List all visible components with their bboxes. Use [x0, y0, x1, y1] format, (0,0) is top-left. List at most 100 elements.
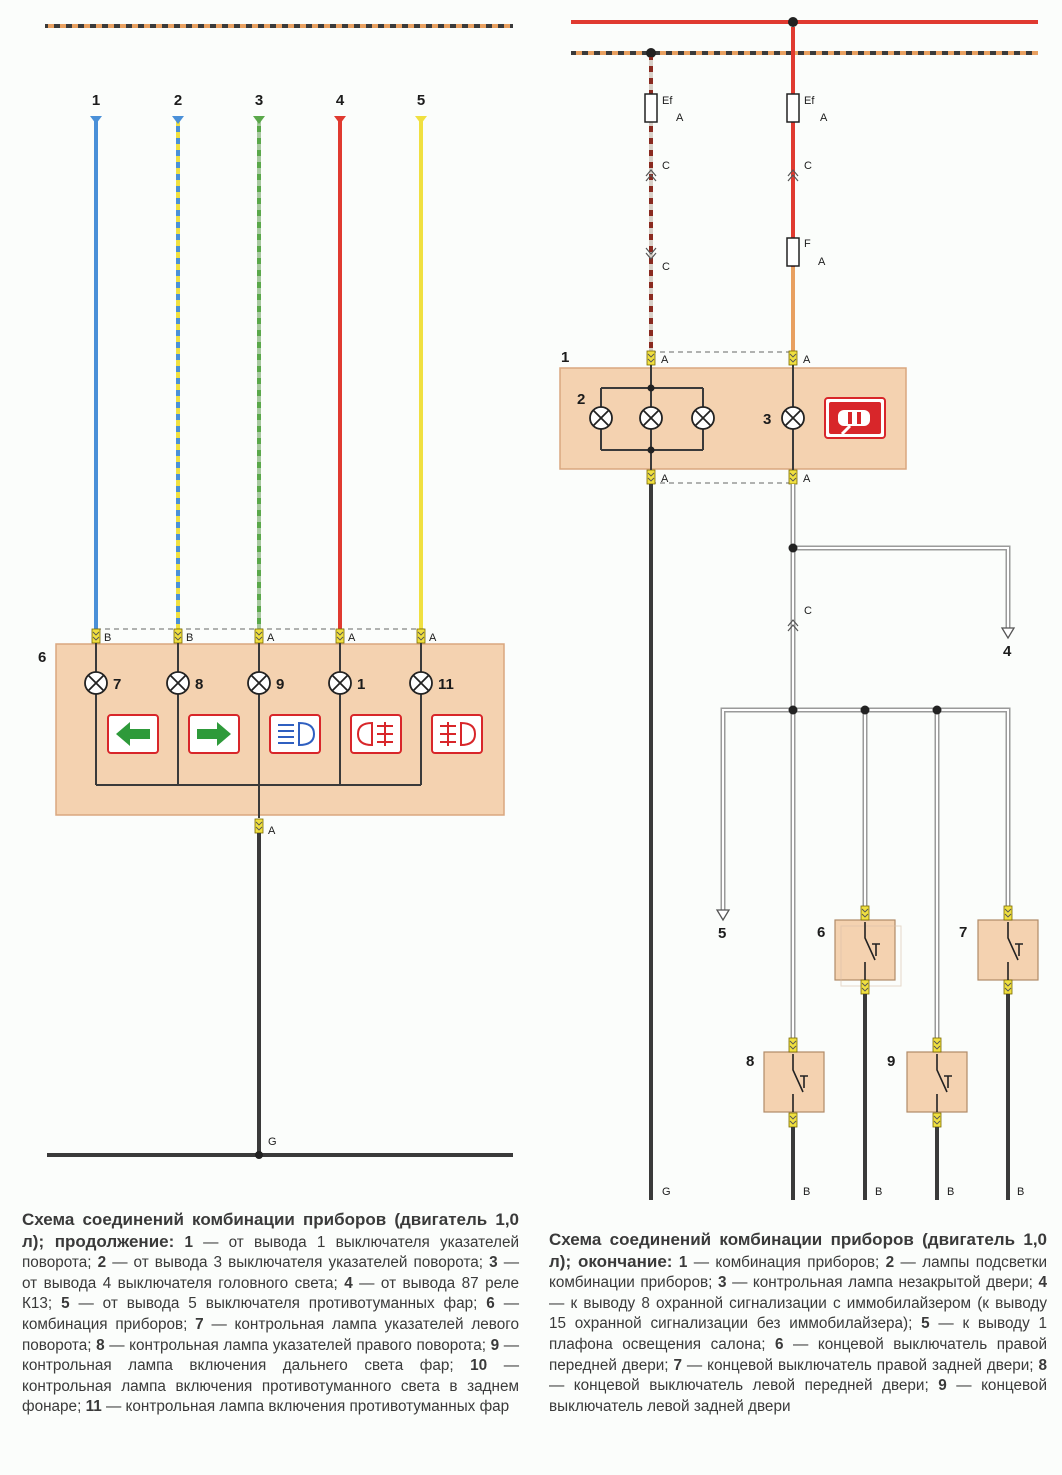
lamp-icon — [328, 671, 352, 695]
pin-label: B — [1017, 1186, 1024, 1198]
front-fog-icon — [431, 714, 483, 754]
caption-item-number: 10 — [470, 1357, 488, 1375]
fuse-label: F — [804, 238, 811, 250]
lamp-icon — [409, 671, 433, 695]
caption-item-text: — концевой выключатель левой передней дв… — [549, 1377, 929, 1395]
door-switch-icon — [906, 1037, 968, 1128]
connector-label: C — [662, 261, 670, 273]
caption-items: 1 — от вывода 1 выключателя указателей п… — [22, 1234, 519, 1416]
left-wire-numbers: 1 2 3 4 5 — [92, 92, 425, 109]
fuse-icon — [786, 237, 800, 267]
caption-item-number: 1 — [184, 1233, 193, 1251]
pin-label: A — [661, 354, 669, 366]
switch-number-7: 7 — [959, 924, 967, 941]
block-number-6: 6 — [38, 649, 46, 666]
left-ground-bus — [47, 1153, 513, 1157]
caption-item-number: 3 — [489, 1254, 498, 1272]
lamp-number-8: 8 — [195, 676, 203, 693]
caption-item-text: — от вывода 5 выключателя противотуманны… — [69, 1295, 478, 1313]
left-pins-top: B B A A A — [91, 628, 437, 644]
lamp-number-7: 7 — [113, 676, 121, 693]
rear-fog-icon — [350, 714, 402, 754]
fuse-icon — [644, 93, 658, 123]
lamp-group-number: 2 — [577, 391, 585, 408]
caption-title: Схема соединений комбинации приборов (дв… — [22, 1210, 519, 1251]
caption-item-number: 7 — [673, 1356, 682, 1374]
pin-label: A — [429, 632, 437, 644]
switch-number-8: 8 — [746, 1053, 754, 1070]
switch-number-6: 6 — [817, 924, 825, 941]
wire-number-1: 1 — [92, 92, 100, 109]
ground-wire — [257, 833, 261, 1155]
caption-item-number: 3 — [717, 1274, 727, 1292]
caption-item-number: 5 — [61, 1295, 70, 1313]
lamp-number-9: 9 — [276, 676, 284, 693]
caption-item-text: — контрольная лампа включения противотум… — [101, 1398, 510, 1416]
lamp-number-1: 1 — [357, 676, 365, 693]
switch-number-9: 9 — [887, 1053, 895, 1070]
fuse-label: Ef — [804, 95, 815, 107]
ground-trunk — [649, 484, 653, 1200]
caption-item-text: — концевой выключатель правой задней две… — [681, 1356, 1034, 1374]
wire-number-3: 3 — [255, 92, 263, 109]
lamp-number-11: 11 — [438, 676, 454, 693]
caption-item-text: — контрольная лампа незакрытой двери; — [726, 1274, 1033, 1292]
caption-item-text: — лампы подсветки комбинации приборов; — [549, 1253, 1048, 1292]
pin-label: A — [267, 632, 275, 644]
caption-item-text: — контрольная лампа указателей правого п… — [104, 1336, 486, 1354]
caption-item-text: — контрольная лампа включения противотум… — [22, 1357, 520, 1416]
caption-item-text: — от вывода 4 выключателя головного свет… — [22, 1254, 520, 1292]
pin-label: B — [104, 632, 111, 644]
connector-label: C — [804, 605, 812, 617]
arrow-left-icon — [107, 714, 159, 754]
lamp-icon — [247, 671, 271, 695]
caption-title: Схема соединений комбинации приборов (дв… — [549, 1230, 1047, 1271]
pin-label: A — [803, 354, 811, 366]
caption-item-number: 9 — [938, 1377, 947, 1395]
caption-item-text: — к выводу 8 охранной сигнализации с имм… — [549, 1294, 1047, 1333]
caption-item-number: 2 — [885, 1253, 895, 1271]
caption-item-number: 8 — [1038, 1356, 1047, 1374]
door-switch-icon — [763, 1037, 825, 1128]
wire-number-2: 2 — [174, 92, 182, 109]
pin-label: B — [803, 1186, 810, 1198]
block-number-1: 1 — [561, 349, 569, 366]
caption-item-number: 9 — [490, 1336, 500, 1354]
fuse-pin: A — [818, 256, 826, 268]
caption-item-number: 8 — [96, 1336, 105, 1354]
caption-left: Схема соединений комбинации приборов (дв… — [22, 1210, 519, 1418]
caption-item-text: — контрольная лампа включения дальнего с… — [22, 1336, 520, 1375]
high-beam-icon — [269, 714, 321, 754]
caption-item-number: 7 — [195, 1315, 204, 1333]
fuse-pin: A — [820, 112, 828, 124]
caption-item-text: — концевой выключатель левой задней двер… — [549, 1377, 1047, 1415]
caption-item-number: 11 — [85, 1398, 102, 1416]
pin-label: A — [268, 825, 276, 837]
pin-label: A — [803, 473, 811, 485]
right-top-bus-red — [571, 20, 1038, 24]
caption-item-number: 2 — [97, 1254, 107, 1272]
wiring-diagram: 1 2 3 4 5 6 B B A A A 7 8 9 — [38, 17, 1039, 1200]
caption-item-number: 4 — [344, 1274, 353, 1292]
left-top-bus — [45, 24, 513, 28]
pin-label: B — [947, 1186, 954, 1198]
output-number-4: 4 — [1003, 643, 1012, 660]
pin-label: G — [268, 1136, 277, 1148]
caption-item-number: 6 — [775, 1335, 784, 1353]
door-switch-icon — [977, 905, 1039, 995]
arrow-right-icon — [188, 714, 240, 754]
caption-item-text: — от вывода 1 выключателя указателей пов… — [22, 1233, 519, 1272]
caption-item-text: — контрольная лампа указателей левого по… — [22, 1315, 519, 1354]
pin-label: A — [348, 632, 356, 644]
caption-item-text: — от вывода 87 реле К13; — [22, 1274, 520, 1313]
connector-label: C — [804, 160, 812, 172]
caption-item-text: — к выводу 1 плафона освещения салона; — [549, 1315, 1047, 1353]
open-door-icon — [824, 397, 886, 439]
lamp-icon — [84, 671, 108, 695]
fuse-icon — [786, 93, 800, 123]
switch-ground-wires — [791, 994, 1010, 1200]
door-lamp-number: 3 — [763, 411, 771, 428]
wire-number-5: 5 — [417, 92, 425, 109]
caption-item-number: 4 — [1038, 1274, 1048, 1292]
caption-item-number: 5 — [921, 1315, 930, 1333]
